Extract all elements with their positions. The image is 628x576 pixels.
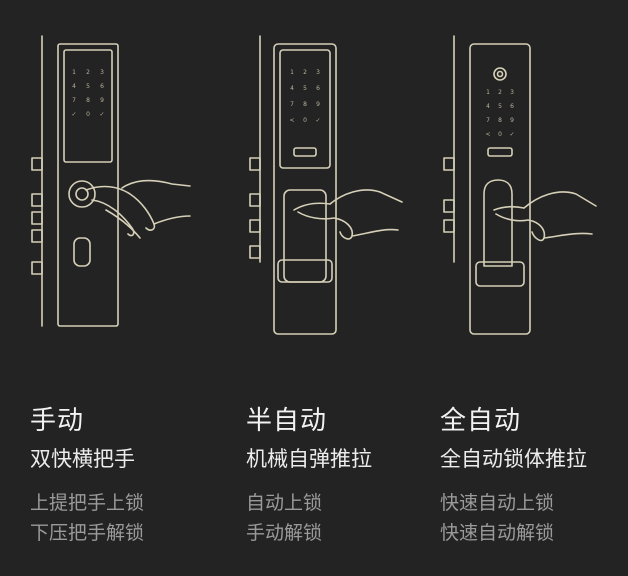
handle-spec: 双快横把手	[30, 447, 135, 471]
lock-operation: 上提把手上锁	[30, 492, 145, 514]
lock-illustration-manual: 1 2 3 4 5 6 7 8 9 ✓ 0 ✓	[31, 35, 191, 327]
keypad-key: <	[289, 117, 294, 124]
keypad-key: 6	[100, 83, 104, 90]
keypad-key: 7	[486, 117, 490, 124]
keypad-key: 8	[498, 117, 502, 124]
keypad-key: ✓	[315, 117, 320, 124]
keypad-key: 8	[86, 97, 90, 104]
keypad-key: 2	[498, 89, 502, 96]
keypad-key: 1	[72, 69, 76, 76]
keypad-key: 3	[316, 69, 320, 76]
column-full-auto: 1 2 3 4 5 6 7 8 9 < 0 ✓ 全自动 全自动锁体推拉 快速自动…	[432, 0, 628, 576]
keypad-key: 1	[290, 69, 294, 76]
keypad-key: 5	[86, 83, 90, 90]
keypad-key: 1	[486, 89, 490, 96]
handle-spec: 全自动锁体推拉	[440, 447, 587, 471]
keypad-key: ✓	[71, 111, 76, 118]
lock-operation: 快速自动上锁	[440, 492, 555, 514]
keypad-key: 9	[316, 101, 320, 108]
lock-illustration-full-auto: 1 2 3 4 5 6 7 8 9 < 0 ✓	[443, 35, 597, 335]
column-semi-auto: 1 2 3 4 5 6 7 8 9 < 0 ✓ 半自动 机械自弹推拉 自动上锁 …	[238, 0, 438, 576]
mode-title: 手动	[30, 406, 85, 436]
keypad-key: 9	[510, 117, 514, 124]
lock-illustration-semi-auto: 1 2 3 4 5 6 7 8 9 < 0 ✓	[249, 35, 403, 335]
lock-operation: 自动上锁	[246, 492, 323, 514]
keypad-key: 4	[72, 83, 76, 90]
keypad-key: 2	[86, 69, 90, 76]
keypad-key: 0	[86, 111, 90, 118]
keypad-key: ✓	[509, 131, 514, 138]
keypad-key: 6	[510, 103, 514, 110]
keypad-key: 6	[316, 85, 320, 92]
keypad-key: 9	[100, 97, 104, 104]
keypad-key: 5	[498, 103, 502, 110]
keypad-key: 4	[290, 85, 294, 92]
keypad-key: 0	[303, 117, 307, 124]
keypad-key: ✓	[99, 111, 104, 118]
keypad-key: 3	[100, 69, 104, 76]
keypad-key: <	[485, 131, 490, 138]
unlock-operation: 手动解锁	[246, 522, 323, 544]
keypad-key: 7	[290, 101, 294, 108]
mode-title: 半自动	[246, 406, 328, 436]
keypad-key: 4	[486, 103, 490, 110]
keypad-key: 7	[72, 97, 76, 104]
keypad-key: 0	[498, 131, 502, 138]
handle-spec: 机械自弹推拉	[246, 447, 372, 471]
mode-title: 全自动	[440, 406, 522, 436]
unlock-operation: 快速自动解锁	[440, 522, 555, 544]
keypad-key: 8	[303, 101, 307, 108]
keypad-key: 3	[510, 89, 514, 96]
keypad-key: 2	[303, 69, 307, 76]
column-manual: 1 2 3 4 5 6 7 8 9 ✓ 0 ✓ 手动 双快横把手 上提把手上锁 …	[22, 0, 222, 576]
keypad-key: 5	[303, 85, 307, 92]
unlock-operation: 下压把手解锁	[30, 522, 145, 544]
